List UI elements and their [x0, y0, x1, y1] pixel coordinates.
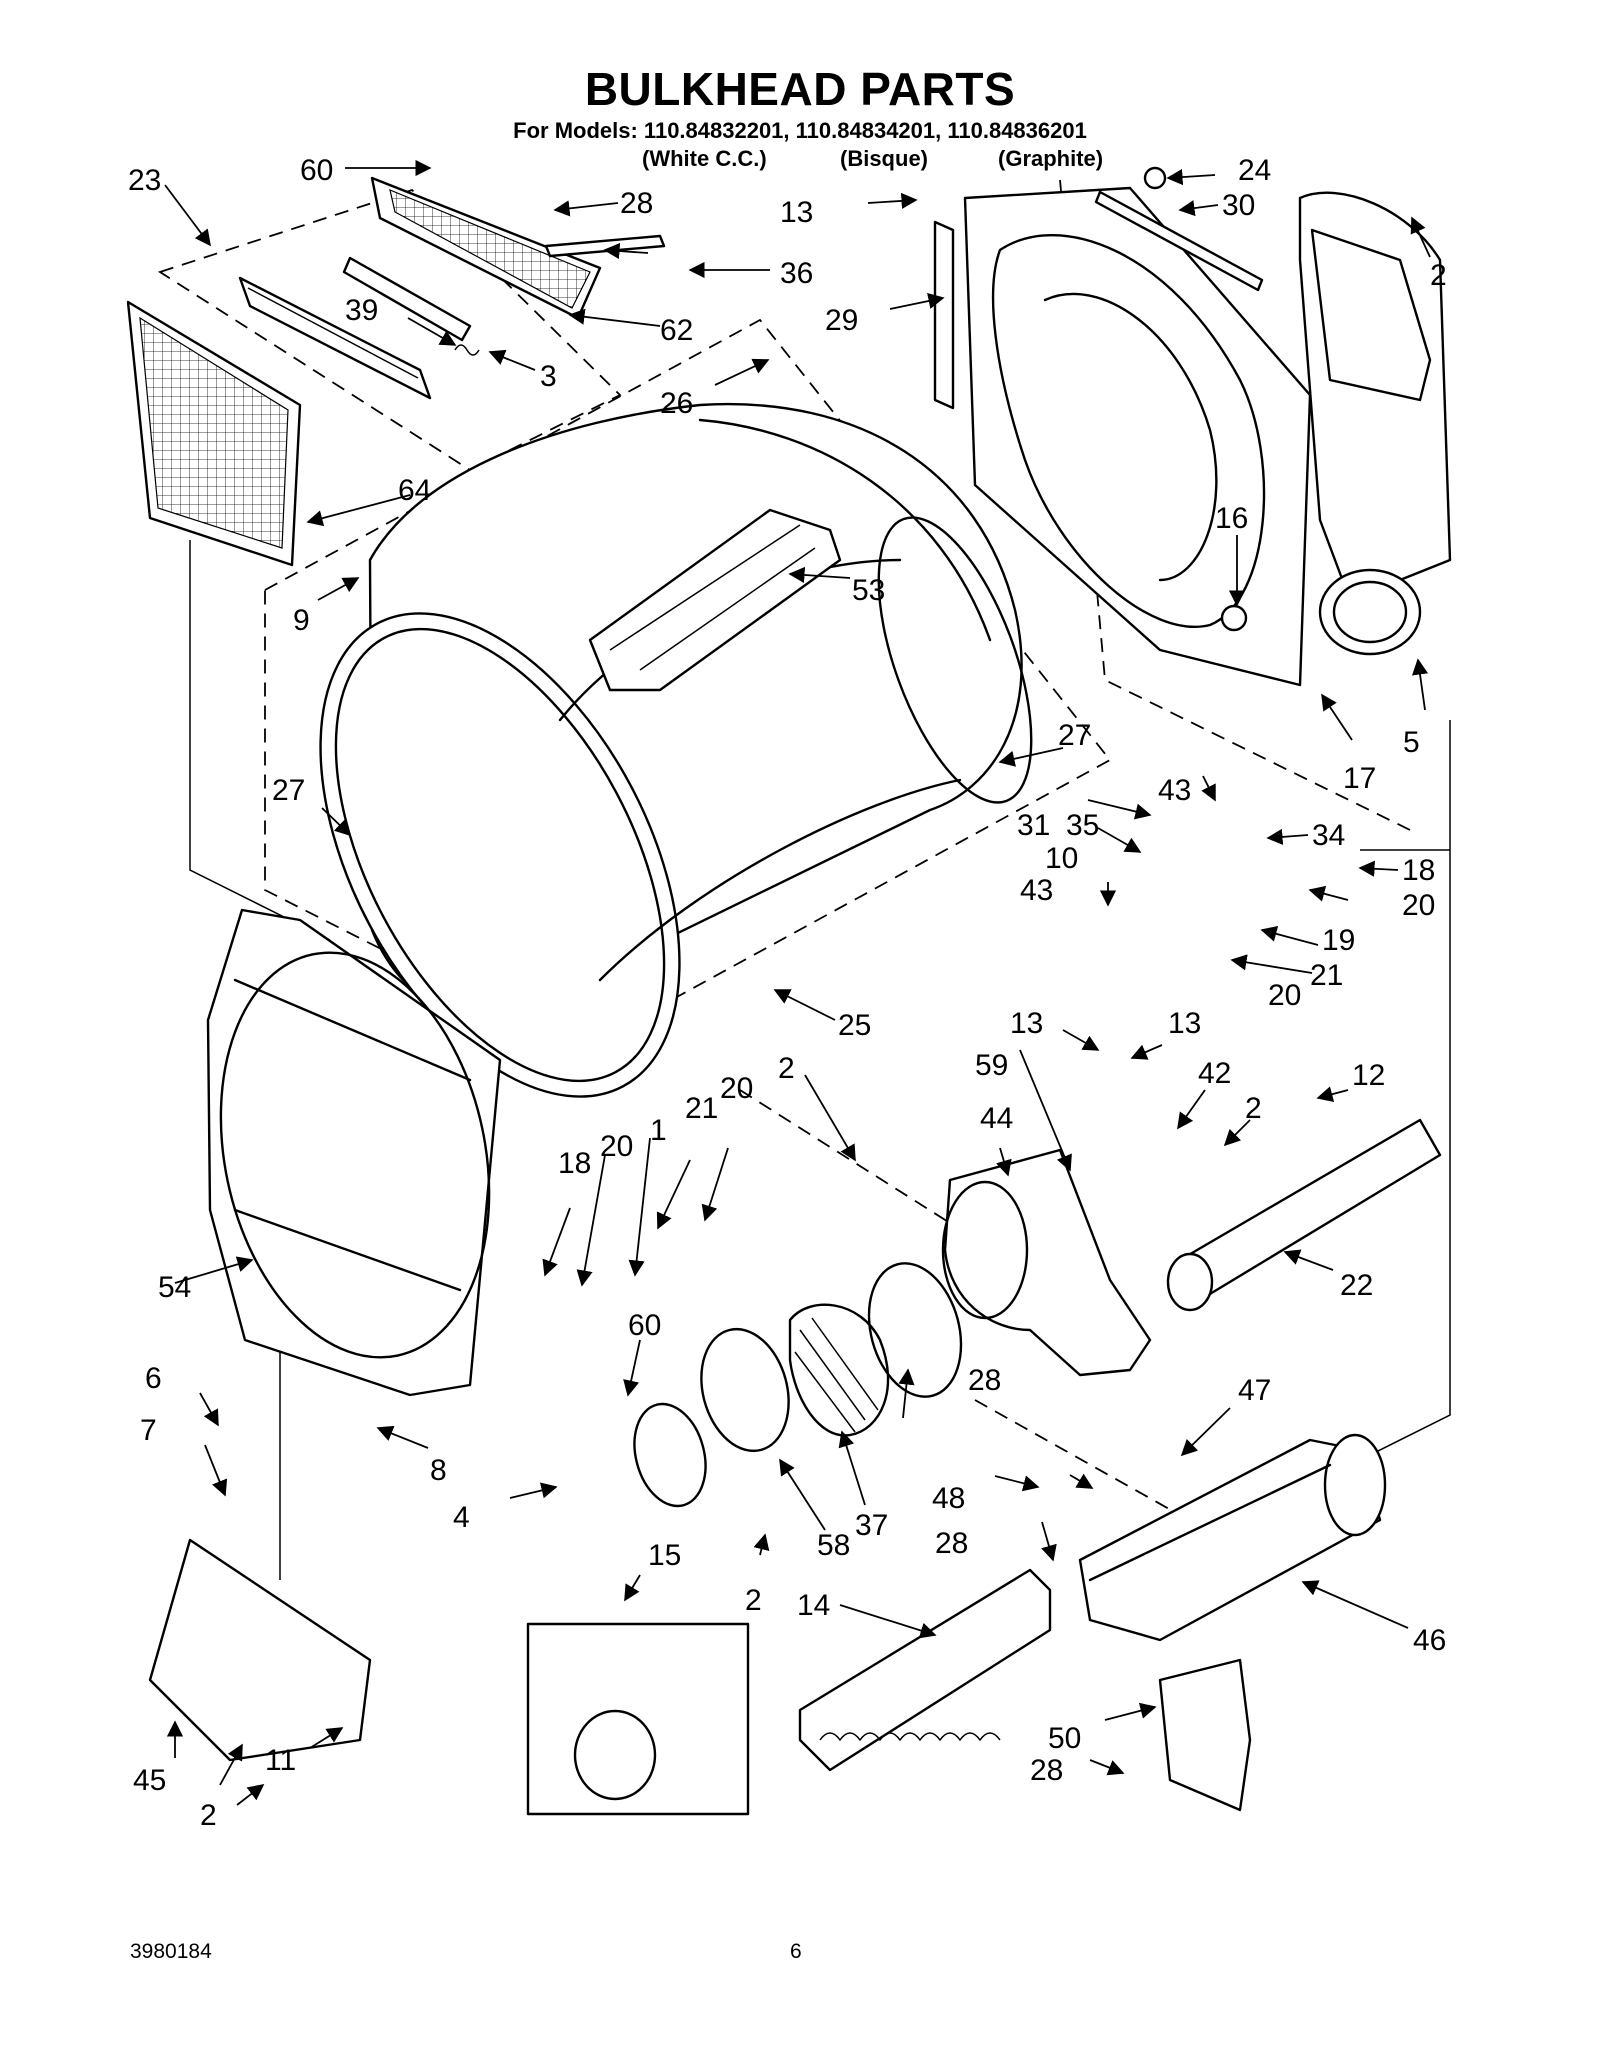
- callout-2-top: 2: [1430, 259, 1447, 292]
- callout-2-lower: 2: [745, 1584, 762, 1617]
- callout-53: 53: [852, 574, 885, 607]
- callout-27-left: 27: [272, 774, 305, 807]
- callout-labels: 23 60 28 36 62 39 3 64 9 26 53 27 27 25 …: [128, 154, 1447, 1832]
- callout-14: 14: [797, 1589, 830, 1622]
- blower-wheel-and-seals: [633, 1262, 963, 1508]
- callout-11: 11: [265, 1744, 296, 1777]
- callout-25: 25: [838, 1009, 871, 1042]
- callout-7: 7: [140, 1414, 157, 1447]
- callout-3: 3: [540, 360, 557, 393]
- callout-29-mid: 28: [935, 1527, 968, 1560]
- callout-35: 34: [1312, 819, 1345, 852]
- variant-graphite: (Graphite): [998, 146, 1104, 171]
- models-line: For Models: 110.84832201, 110.84834201, …: [513, 118, 1087, 143]
- callout-43-mid: 43: [1020, 874, 1053, 907]
- callout-46: 46: [1413, 1624, 1446, 1657]
- callout-12: 12: [1352, 1059, 1385, 1092]
- callout-20-left-a: 20: [720, 1072, 753, 1105]
- callout-36: 35: [1066, 809, 1099, 842]
- callout-22: 22: [1340, 1269, 1373, 1302]
- callout-29-top: 28: [968, 1364, 1001, 1397]
- callout-54: 54: [158, 1271, 191, 1304]
- callout-37: 37: [855, 1509, 888, 1542]
- callout-62: 60: [628, 1309, 661, 1342]
- callout-29-bottom: 28: [1030, 1754, 1063, 1787]
- variant-bisque: (Bisque): [840, 146, 928, 171]
- callout-2-bottom: 2: [200, 1799, 217, 1832]
- callout-2-mid-right: 2: [1245, 1092, 1262, 1125]
- callout-39: 39: [345, 294, 378, 327]
- callout-15: 15: [648, 1539, 681, 1572]
- callout-20-right: 20: [1402, 889, 1435, 922]
- callout-48: 48: [932, 1482, 965, 1515]
- callout-28: 28: [620, 187, 653, 220]
- callout-21-left: 21: [685, 1092, 718, 1125]
- exhaust-duct-part: [1166, 1118, 1442, 1312]
- callout-19: 19: [1322, 924, 1355, 957]
- callout-13-right: 13: [1168, 1007, 1201, 1040]
- callout-18-left: 18: [558, 1147, 591, 1180]
- heating-element-part: [526, 1568, 1052, 1816]
- callout-58: 62: [660, 314, 693, 347]
- callout-4: 4: [453, 1501, 470, 1534]
- callout-26: 26: [660, 387, 693, 420]
- callout-59: 59: [975, 1049, 1008, 1082]
- callout-33: 31: [1017, 809, 1050, 842]
- heater-housing-part: [1078, 1433, 1387, 1642]
- callout-20-mid: 20: [1268, 979, 1301, 1012]
- blower-housing-part: [941, 1148, 1152, 1377]
- callout-6: 6: [145, 1362, 162, 1395]
- callout-44: 44: [980, 1102, 1013, 1135]
- heater-outlet-cover-part: [1298, 191, 1452, 656]
- callout-9: 9: [293, 604, 310, 637]
- rear-bulkhead-part: [933, 166, 1312, 687]
- callout-10: 10: [1045, 842, 1078, 875]
- document-number: 3980184: [130, 1940, 212, 1963]
- lint-filter-housing-part: [238, 176, 666, 400]
- callout-43-top: 43: [1158, 774, 1191, 807]
- callout-17: 17: [1343, 762, 1376, 795]
- callout-45: 45: [133, 1764, 166, 1797]
- callout-31: 30: [1222, 189, 1255, 222]
- callout-27-right: 27: [1058, 719, 1091, 752]
- callout-5: 5: [1403, 726, 1420, 759]
- callout-34: 36: [780, 257, 813, 290]
- kit-box: [526, 1622, 750, 1816]
- callout-51: 60: [300, 154, 333, 187]
- page-number: 6: [790, 1940, 802, 1963]
- callout-1: 1: [650, 1114, 667, 1147]
- front-toe-panel-part: [148, 1538, 1252, 1812]
- callout-30: 29: [825, 304, 858, 337]
- variant-white: (White C.C.): [642, 146, 767, 171]
- drum-part: [319, 402, 1033, 1098]
- callout-20-left-b: 20: [600, 1130, 633, 1163]
- lint-screen-part: [126, 300, 302, 567]
- callout-52: 58: [817, 1529, 850, 1562]
- callout-13-top: 13: [780, 196, 813, 229]
- callout-23: 23: [128, 164, 161, 197]
- front-bulkhead-part: [206, 908, 502, 1397]
- callout-2-center: 2: [778, 1052, 795, 1085]
- callout-42: 42: [1198, 1057, 1231, 1090]
- callout-13-left: 13: [1010, 1007, 1043, 1040]
- page-title: BULKHEAD PARTS: [584, 63, 1016, 115]
- callout-64: 64: [398, 474, 431, 507]
- callout-47: 47: [1238, 1374, 1271, 1407]
- callout-16: 16: [1215, 502, 1248, 535]
- callout-18-right: 18: [1402, 854, 1435, 887]
- callout-21-right: 21: [1310, 959, 1343, 992]
- callout-24: 24: [1238, 154, 1271, 187]
- callout-leaders: [164, 159, 1431, 1806]
- callout-50: 50: [1048, 1722, 1081, 1755]
- callout-8: 8: [430, 1454, 447, 1487]
